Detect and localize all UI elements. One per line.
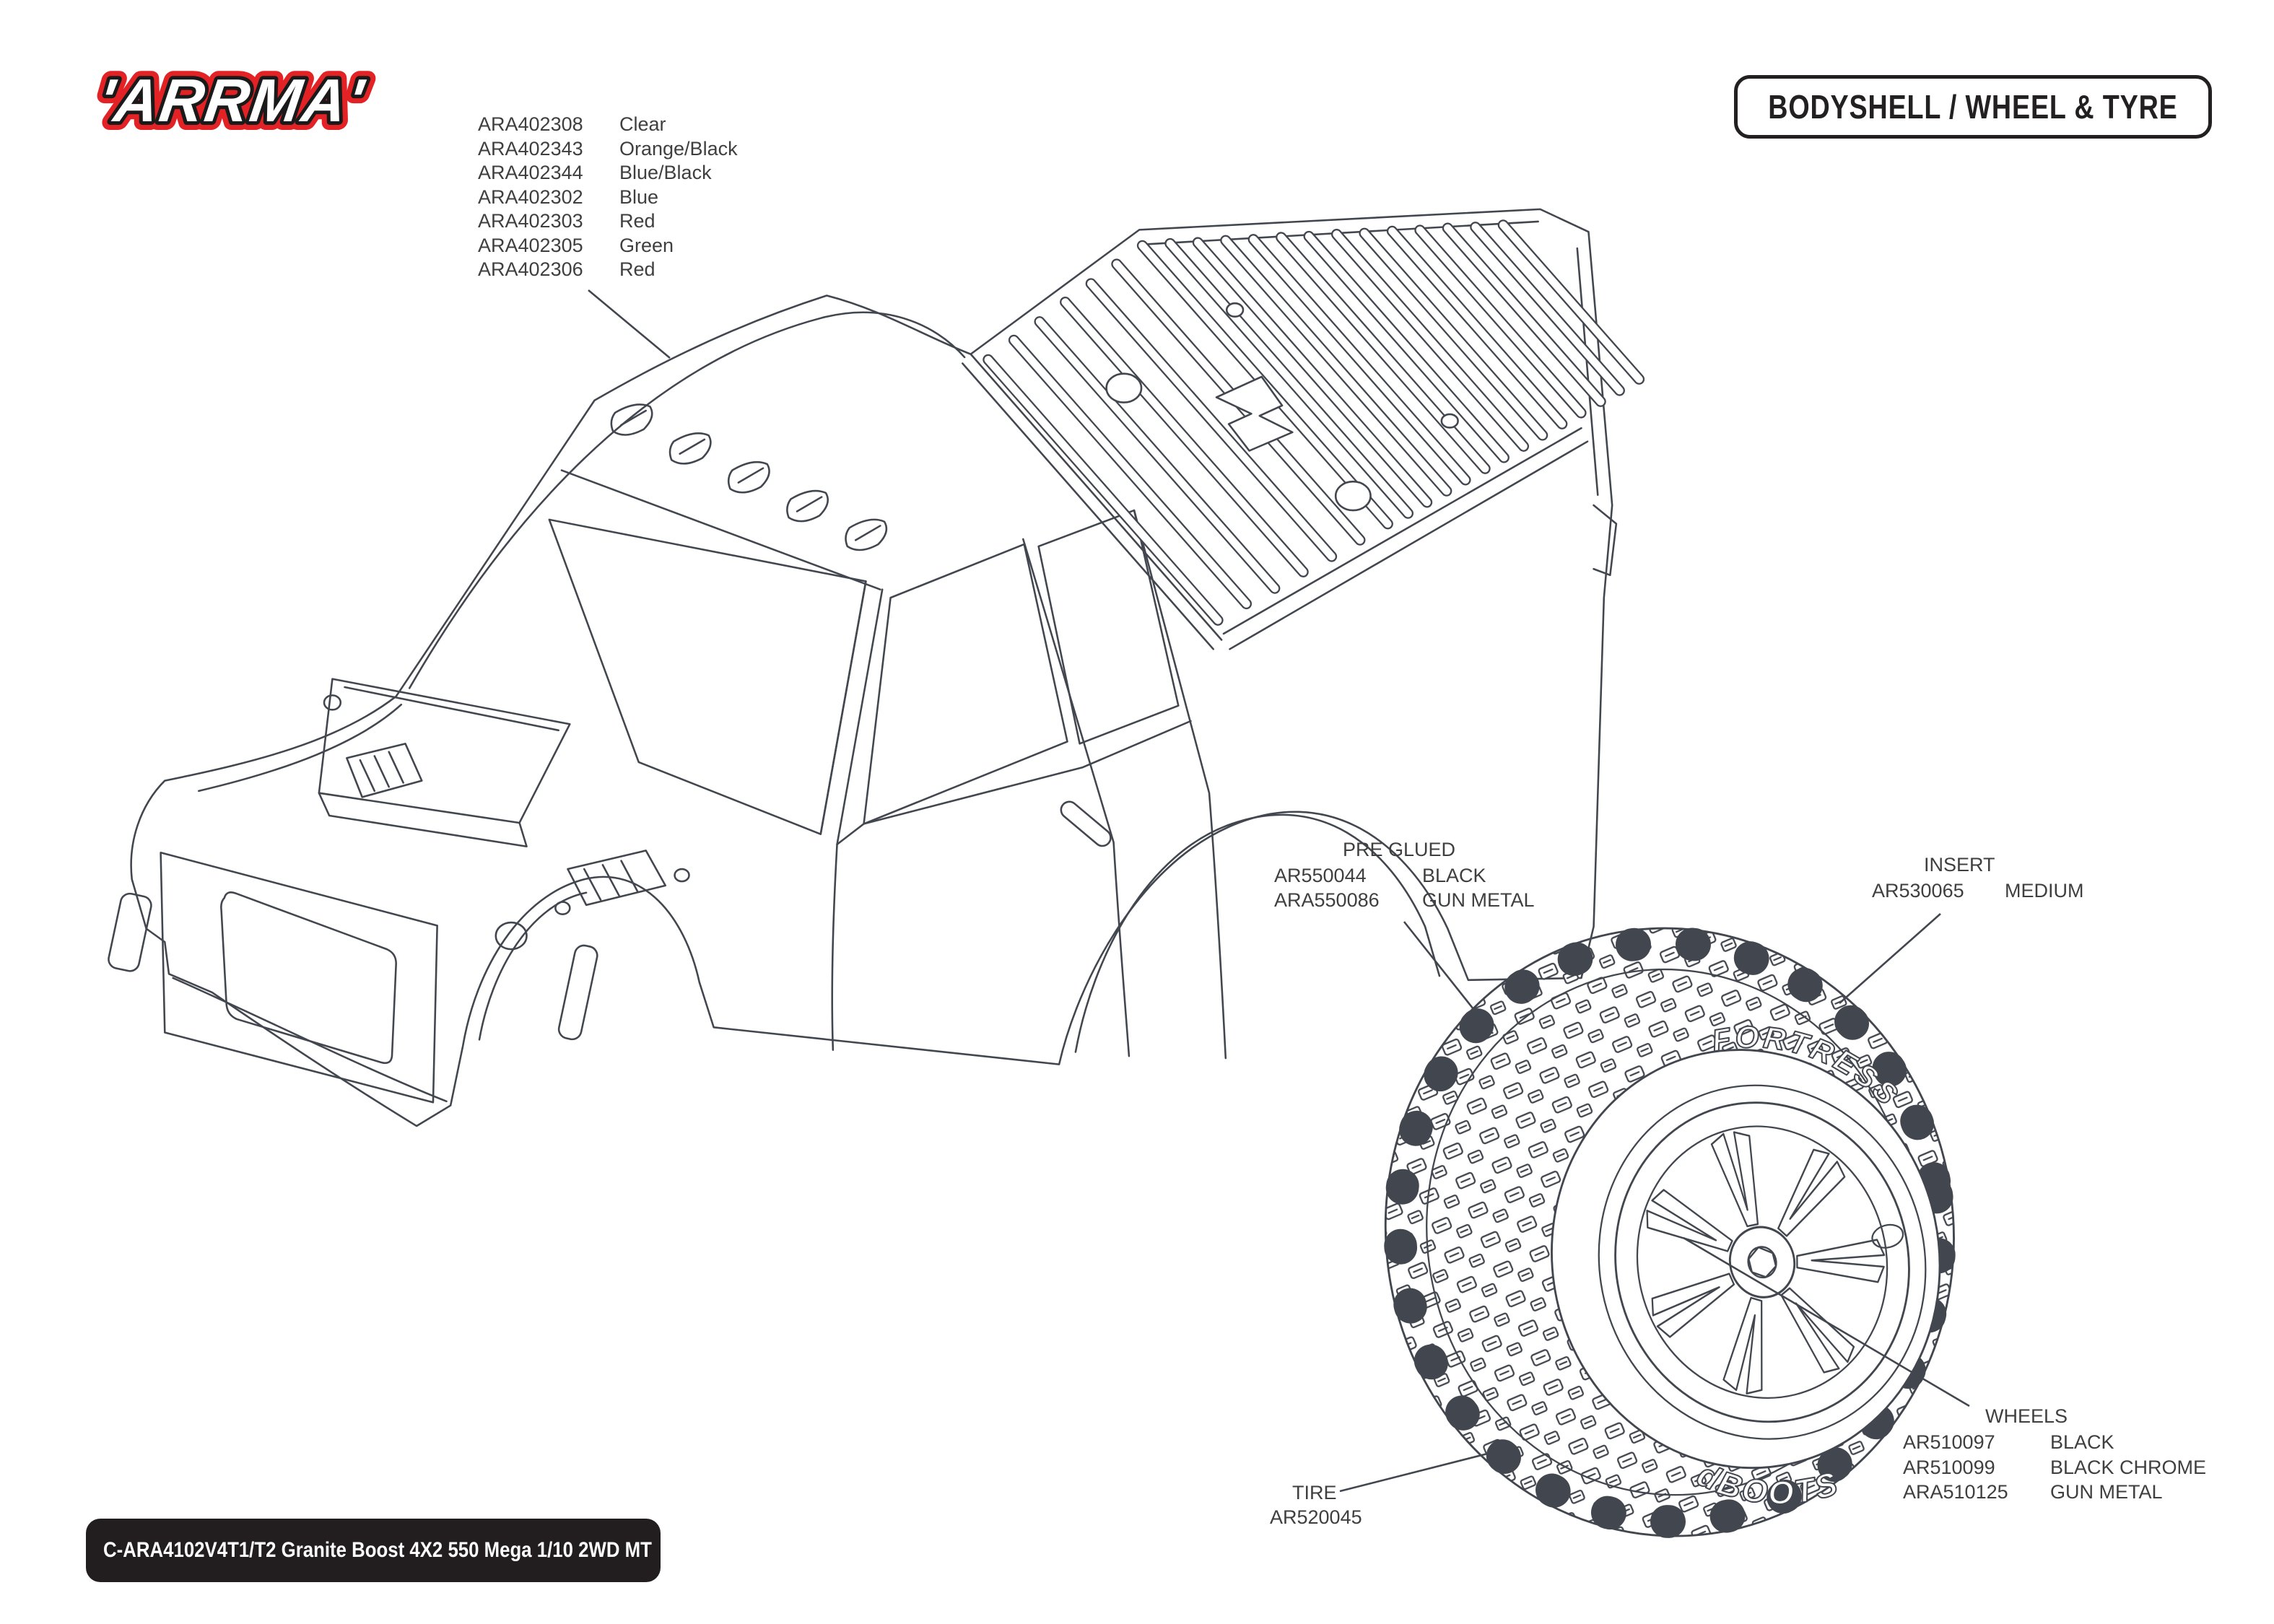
part-code: AR510099	[1903, 1456, 1995, 1478]
part-color: Blue	[619, 185, 659, 208]
hood-post-holes	[323, 694, 690, 951]
hood-scoop	[318, 678, 571, 824]
part-code: ARA402308	[478, 113, 583, 135]
bed-floor-ribs	[983, 219, 1645, 626]
arrma-logo-text: 'ARRMA'	[95, 66, 370, 134]
bed-logo-emboss	[1215, 375, 1294, 452]
part-code: ARA510125	[1903, 1481, 2008, 1503]
part-code: ARA402305	[478, 234, 583, 256]
windshield-vents	[610, 403, 888, 551]
part-code: ARA402344	[478, 162, 583, 183]
cowl-vent-left	[346, 743, 423, 798]
part-row: ARA402343 Orange/Black	[478, 137, 738, 162]
callout-row: AR510099 BLACK CHROME	[1903, 1455, 2206, 1480]
part-code: ARA402303	[478, 210, 583, 232]
arrma-logo-red-outline: 'ARRMA'	[95, 66, 370, 134]
part-code: ARA402302	[478, 185, 583, 208]
a-pillar-line	[819, 580, 867, 835]
front-door-window	[863, 543, 1068, 825]
hood-scoop-inner	[344, 686, 559, 732]
tire-rows: AR520045	[1270, 1505, 1362, 1529]
part-finish: GUN METAL	[2050, 1481, 2163, 1503]
part-finish: BLACK CHROME	[2050, 1456, 2207, 1478]
roof-inner-line	[408, 311, 966, 689]
bed-near-rail2	[1229, 440, 1589, 650]
door-handle	[1060, 800, 1112, 847]
door-front-edge	[831, 843, 838, 1051]
headlight-left	[108, 892, 152, 972]
arrma-logo: 'ARRMA' 'ARRMA'	[86, 58, 378, 143]
a-pillar-line2	[836, 588, 884, 846]
part-color: Blue/Black	[619, 162, 712, 183]
cab-rear-wall2	[961, 362, 1214, 650]
part-row: ARA402302 Blue	[478, 185, 738, 210]
beltline	[836, 720, 1192, 846]
rear-arch-lip	[1074, 813, 1441, 1053]
hood-crease	[197, 703, 403, 793]
bodyshell-silhouette	[130, 208, 1613, 1127]
part-color: Orange/Black	[619, 137, 738, 160]
insert-title: INSERT	[1924, 854, 1995, 876]
part-color: Red	[619, 258, 655, 280]
callout-row: AR510097 BLACK	[1903, 1430, 2206, 1455]
rim-outer	[1614, 1101, 1910, 1423]
bodyshell-part-list: ARA402308 Clear ARA402343 Orange/Black ARA…	[478, 113, 738, 282]
part-color: Clear	[619, 113, 666, 135]
windshield-band-line	[560, 469, 881, 591]
cab-rear-wall	[970, 353, 1223, 641]
kit-label-box: C-ARA4102V4T1/T2 Granite Boost 4X2 550 M…	[86, 1519, 661, 1582]
part-code: AR520045	[1270, 1506, 1362, 1528]
part-code: AR510097	[1903, 1431, 1995, 1453]
tread-knob-ticks	[1383, 926, 1956, 1538]
front-door-seam	[1021, 538, 1131, 1057]
part-row: ARA402306 Red	[478, 258, 738, 282]
headlight-right	[557, 944, 598, 1041]
part-row: ARA402344 Blue/Black	[478, 161, 738, 185]
tire-title: TIRE	[1292, 1482, 1337, 1503]
part-finish: BLACK	[2050, 1431, 2114, 1453]
bumper-crease	[172, 977, 448, 1103]
part-code: AR530065	[1872, 880, 1964, 902]
part-row: ARA402303 Red	[478, 209, 738, 234]
part-finish: MEDIUM	[2005, 880, 2084, 902]
part-code: ARA402343	[478, 137, 583, 160]
callout-row: AR550044 BLACK	[1274, 863, 1535, 888]
grille-opening	[220, 891, 397, 1065]
pre-glued-title: PRE GLUED	[1343, 839, 1456, 860]
page-title: BODYSHELL / WHEEL & TYRE	[1768, 88, 2178, 126]
callout-row: ARA550086 GUN METAL	[1274, 888, 1535, 912]
rear-door-seam	[1133, 509, 1227, 1060]
part-color: Green	[619, 234, 674, 256]
cowl-vent-right	[567, 850, 667, 907]
wheels-title: WHEELS	[1985, 1405, 2068, 1427]
part-finish: BLACK	[1422, 865, 1486, 886]
page-title-box: BODYSHELL / WHEEL & TYRE	[1734, 75, 2212, 139]
part-finish: GUN METAL	[1422, 889, 1535, 911]
part-row: ARA402305 Green	[478, 234, 738, 258]
taillight	[1593, 504, 1618, 577]
insert-rows: AR530065 MEDIUM	[1872, 878, 2084, 903]
part-row: ARA402308 Clear	[478, 113, 738, 137]
part-code: ARA402306	[478, 258, 583, 280]
callout-row: AR530065 MEDIUM	[1872, 878, 2084, 903]
bed-post-holes	[1105, 302, 1459, 512]
truck-bodyshell-drawing	[108, 208, 1645, 1127]
grille-outline	[160, 851, 438, 1104]
wheel-tire-drawing: FORTRESS dBOOTS	[1383, 926, 1956, 1538]
wheels-rows: AR510097 BLACK AR510099 BLACK CHROME ARA51…	[1903, 1430, 2206, 1505]
part-color: Red	[619, 210, 655, 232]
part-code: ARA550086	[1274, 889, 1380, 911]
part-code: AR550044	[1274, 865, 1367, 886]
kit-label-text: C-ARA4102V4T1/T2 Granite Boost 4X2 550 M…	[103, 1538, 652, 1562]
arrma-wordmark: 'ARRMA' 'ARRMA'	[86, 58, 378, 143]
callout-row: AR520045	[1270, 1505, 1362, 1529]
bed-near-rail	[1222, 427, 1582, 635]
callout-row: ARA510125 GUN METAL	[1903, 1480, 2206, 1505]
pre-glued-rows: AR550044 BLACK ARA550086 GUN METAL	[1274, 863, 1535, 912]
tire-bead	[1598, 1084, 1927, 1440]
front-arch-lip	[478, 891, 588, 1041]
tailgate-inner-edge	[1576, 247, 1599, 497]
hood-scoop-lip	[318, 792, 528, 847]
